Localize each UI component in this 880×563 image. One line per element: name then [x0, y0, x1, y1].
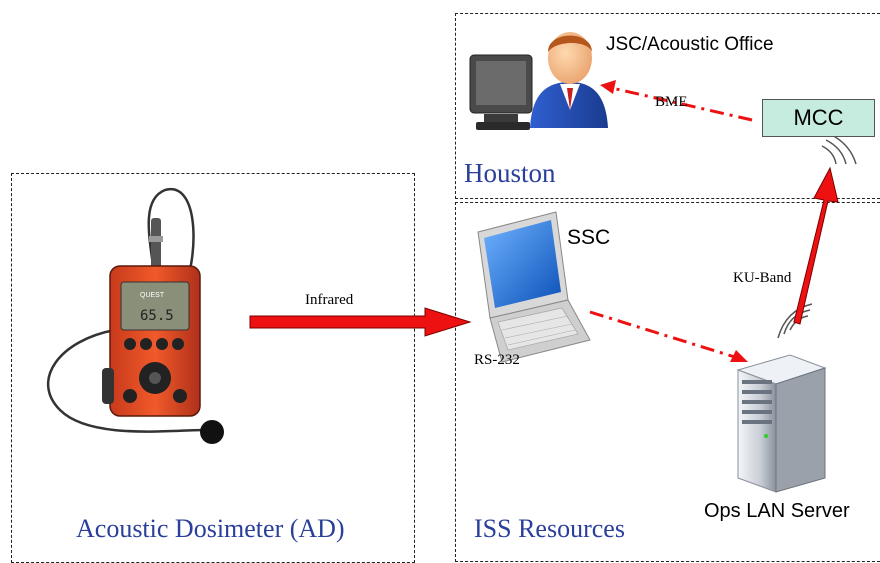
device-reading: 65.5 [140, 308, 174, 324]
rs232-label: RS-232 [474, 352, 520, 368]
device-brand: QUEST [140, 292, 165, 299]
acoustic-dosimeter-icon: 65.5 QUEST [47, 187, 224, 444]
mcc-node: MCC [762, 99, 875, 137]
ku-band-arrow [793, 166, 839, 325]
houston-label: Houston [464, 158, 556, 188]
ops-lan-server-label: Ops LAN Server [704, 500, 850, 522]
acoustic-dosimeter-label: Acoustic Dosimeter (AD) [76, 514, 345, 543]
iss-resources-label: ISS Resources [474, 514, 625, 543]
jsc-office-label: JSC/Acoustic Office [606, 34, 774, 55]
jsc-workstation-icon [469, 32, 608, 130]
infrared-label: Infrared [305, 292, 354, 308]
infrared-arrow [249, 307, 472, 337]
houston-region [455, 13, 880, 199]
diagram-graphics: 65.5 QUEST [47, 32, 857, 493]
ku-band-label: KU-Band [733, 270, 792, 286]
mcc-label: MCC [793, 105, 844, 130]
ssc-laptop-icon [477, 211, 591, 363]
ssc-label: SSC [567, 226, 611, 249]
mcc-to-jsc-link [600, 80, 753, 122]
ssc-to-server-link [589, 310, 748, 362]
bme-label: BME [655, 94, 688, 110]
ops-lan-server-icon [736, 354, 827, 493]
